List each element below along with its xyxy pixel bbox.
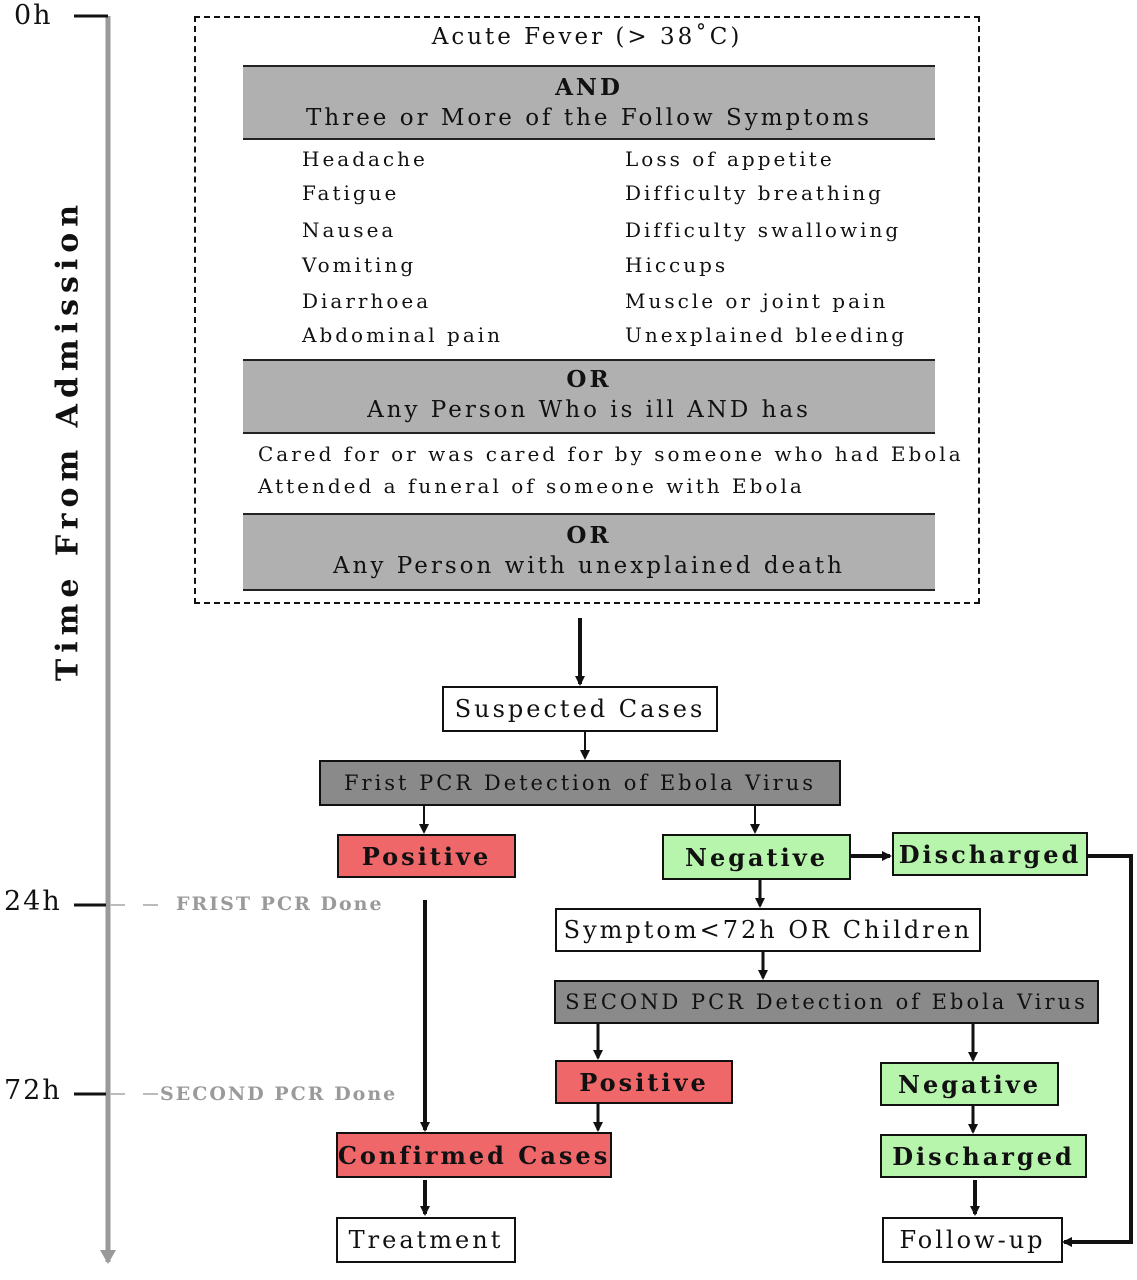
- marker-pcr: PCR: [260, 893, 312, 915]
- timeline-axis-label: Time From Admission: [50, 198, 86, 682]
- or-keyword: OR: [566, 522, 612, 549]
- symptom-right-0: Loss of appetite: [625, 147, 835, 171]
- first-negative-box: Negative: [662, 834, 851, 880]
- arrow-discharged1-followup: [1062, 854, 1133, 1247]
- contact-criterion-funeral: Attended a funeral of someone with Ebola: [258, 474, 805, 498]
- and-keyword: AND: [555, 74, 623, 101]
- symptom-left-5: Abdominal pain: [302, 323, 504, 347]
- first-pcr-box: Frist PCR Detection of Ebola Virus: [319, 760, 841, 806]
- second-negative-box: Negative: [880, 1062, 1059, 1106]
- first-positive-box: Positive: [337, 834, 516, 878]
- first-discharged-box: Discharged: [892, 832, 1088, 876]
- and-text: Three or More of the Follow Symptoms: [306, 105, 872, 131]
- symptom-left-2: Nausea: [302, 218, 397, 242]
- symptom-left-3: Vomiting: [302, 253, 417, 277]
- tick-label-24h: 24h: [4, 886, 62, 917]
- symptom-right-2: Difficulty swallowing: [625, 218, 902, 242]
- tick-label-72h: 72h: [4, 1075, 62, 1106]
- marker-suffix: Done: [334, 1083, 398, 1105]
- fever-criterion: Acute Fever (> 38˚C): [431, 24, 743, 50]
- second-positive-box: Positive: [555, 1060, 733, 1104]
- symptom-right-3: Hiccups: [625, 253, 729, 277]
- second-discharged-box: Discharged: [880, 1134, 1087, 1178]
- case-definition-box: [194, 16, 980, 604]
- symptom-left-4: Diarrhoea: [302, 289, 432, 313]
- symptom-right-1: Difficulty breathing: [625, 181, 884, 205]
- and-band: AND Three or More of the Follow Symptoms: [243, 65, 935, 140]
- confirmed-cases-box: Confirmed Cases: [336, 1132, 612, 1178]
- symptom-right-4: Muscle or joint pain: [625, 289, 889, 313]
- symptom-left-0: Headache: [302, 147, 428, 171]
- contact-criterion-care: Cared for or was cared for by someone wh…: [258, 442, 964, 466]
- first-pcr-done-marker: FRIST PCR Done: [176, 893, 384, 915]
- tick-label-0h: 0h: [14, 0, 53, 31]
- marker-suffix: Done: [320, 893, 384, 915]
- second-pcr-box: SECOND PCR Detection of Ebola Virus: [554, 980, 1099, 1024]
- condition-box: Symptom<72h OR Children: [555, 908, 981, 952]
- second-pcr-done-marker: SECOND PCR Done: [160, 1083, 397, 1105]
- marker-pcr: PCR: [274, 1083, 326, 1105]
- or-text: Any Person Who is ill AND has: [367, 397, 811, 423]
- marker-prefix: FRIST: [176, 893, 253, 915]
- or-band-ill: OR Any Person Who is ill AND has: [243, 359, 935, 434]
- symptom-right-5: Unexplained bleeding: [625, 323, 908, 347]
- treatment-box: Treatment: [336, 1217, 516, 1263]
- or-text: Any Person with unexplained death: [333, 553, 845, 579]
- follow-up-box: Follow-up: [882, 1217, 1063, 1263]
- suspected-cases-box: Suspected Cases: [442, 686, 718, 732]
- or-band-death: OR Any Person with unexplained death: [243, 513, 935, 591]
- or-keyword: OR: [566, 366, 612, 393]
- symptom-left-1: Fatigue: [302, 181, 400, 205]
- marker-prefix: SECOND: [160, 1083, 266, 1105]
